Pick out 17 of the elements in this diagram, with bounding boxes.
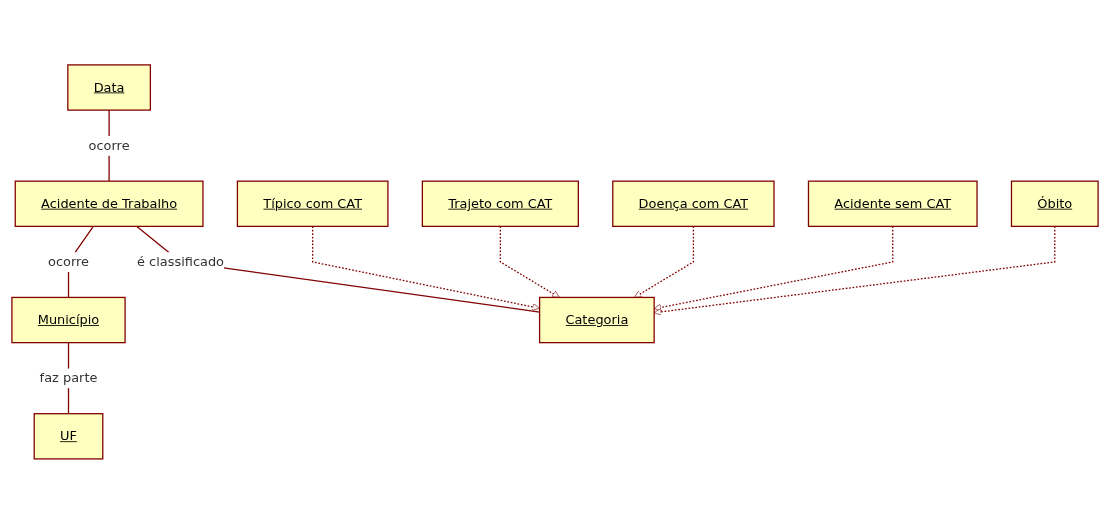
arrow (499, 225, 560, 298)
node-box: Típico com CAT (236, 180, 389, 227)
node-box: Doença com CAT (612, 180, 775, 227)
edge-label: é classificado (137, 253, 225, 270)
node-box: Categoria (538, 296, 655, 343)
edge-label: faz parte (39, 369, 98, 386)
edge-label: ocorre (88, 137, 130, 153)
node-box: Acidente de Trabalho (14, 180, 204, 227)
node-box: Acidente sem CAT (807, 180, 978, 227)
node-box: Município (11, 296, 126, 343)
arrow (634, 225, 695, 298)
node-box: UF (33, 412, 104, 460)
node-box: Trajeto com CAT (421, 180, 579, 227)
node-box: Óbito (1010, 180, 1099, 227)
arrow (312, 225, 540, 311)
edge-label: ocorre (48, 253, 89, 270)
node-box: Data (67, 63, 151, 111)
